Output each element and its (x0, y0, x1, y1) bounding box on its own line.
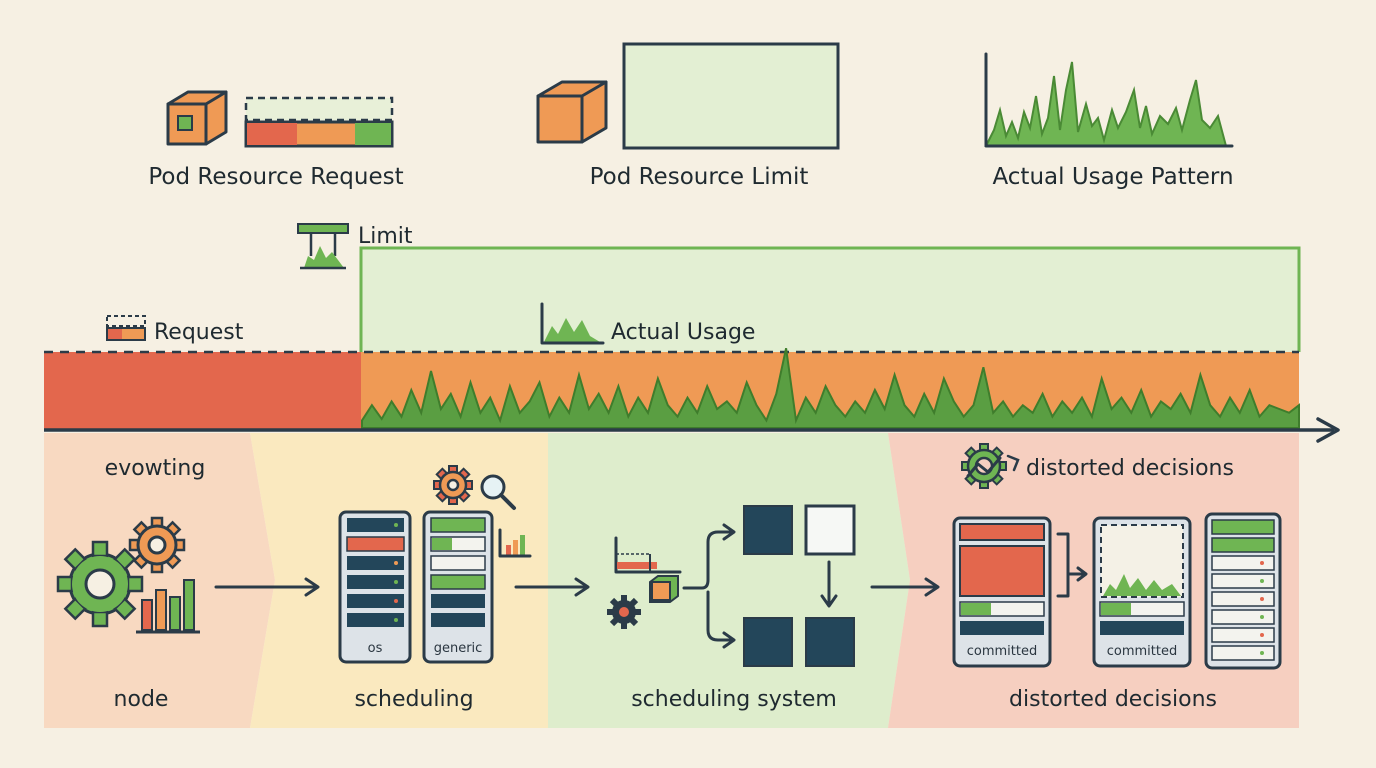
stage-decisions: distorted decisions committed committed (952, 443, 1282, 712)
legend-limit-label: Pod Resource Limit (590, 164, 809, 190)
limit-region (361, 248, 1299, 352)
request-mini-icon (614, 536, 682, 603)
limit-label: Limit (358, 224, 413, 249)
stage-bg-node (44, 433, 275, 728)
server-committed-1-label: committed (967, 644, 1037, 659)
gear-magnifier-icon (433, 465, 516, 510)
bar-chart-icon (136, 579, 200, 634)
server-committed-1: committed (952, 516, 1052, 668)
usage-label: Actual Usage (611, 320, 755, 345)
arrow-2-icon (514, 577, 590, 597)
arrow-3-icon (870, 577, 940, 597)
legend-request: Pod Resource Request (148, 90, 404, 190)
stage-decisions-bottom-label: distorted decisions (1009, 687, 1217, 712)
usage-icon (540, 302, 605, 345)
request-icon (106, 315, 146, 341)
server-committed-2: committed (1092, 516, 1192, 668)
usage-area (361, 347, 1300, 429)
stage-scheduling-system: scheduling system (607, 504, 856, 712)
limit-icon (297, 223, 349, 270)
stage-bg-system (548, 433, 910, 728)
gear-small-icon (607, 595, 641, 629)
stage-system-bottom-label: scheduling system (631, 687, 837, 712)
limit-label-group: Limit (297, 223, 413, 270)
limit-box-icon (622, 42, 840, 150)
rack-os-label: os (368, 641, 383, 656)
pod-cube-icon (536, 80, 608, 144)
stage-node: evowting (56, 456, 206, 712)
rack-generic-label: generic (434, 641, 483, 656)
legend-usage-label: Actual Usage Pattern (992, 164, 1233, 190)
legend-request-label: Pod Resource Request (148, 164, 403, 190)
mini-chart-icon (498, 528, 532, 558)
server-rack-generic: generic (422, 510, 494, 664)
request-band-red (44, 352, 361, 430)
arrow-4-icon (1056, 532, 1088, 598)
timeline: Limit Request Actual Usage (44, 223, 1340, 443)
legend-usage: Actual Usage Pattern (984, 52, 1234, 190)
usage-label-group: Actual Usage (540, 302, 755, 345)
server-rack-os: os (338, 510, 412, 664)
server-rack-right (1204, 512, 1282, 670)
axis-arrow-icon (1316, 417, 1340, 443)
request-bar-icon (244, 96, 394, 148)
arrow-1-icon (214, 577, 320, 597)
stage-node-bottom-label: node (114, 687, 169, 712)
stage-scheduling-bottom-label: scheduling (354, 687, 473, 712)
server-committed-2-label: committed (1107, 644, 1177, 659)
request-label: Request (154, 320, 244, 345)
gears-icon (56, 516, 200, 634)
pod-cube-icon (166, 90, 228, 146)
limit-line (359, 246, 1301, 352)
branching-icon (682, 504, 856, 667)
legend-limit: Pod Resource Limit (536, 42, 840, 190)
usage-sparkline-icon (984, 52, 1234, 148)
cycle-gear-icon (961, 443, 1020, 489)
stage-scheduling: os generic (338, 465, 532, 712)
stage-decisions-top-label: distorted decisions (1026, 456, 1234, 481)
request-label-group: Request (106, 315, 244, 345)
stage-node-top-label: evowting (105, 456, 206, 481)
